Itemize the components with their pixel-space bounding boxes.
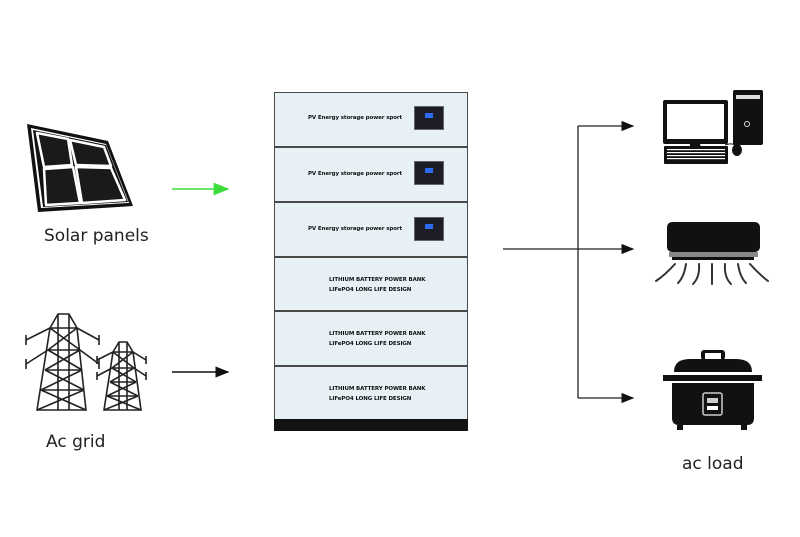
pv-module: PV Energy storage power sport [274, 147, 468, 202]
battery-module: LITHIUM BATTERY POWER BANK LIFePO4 LONG … [274, 257, 468, 311]
battery-module-line2: LIFePO4 LONG LIFE DESIGN [329, 287, 412, 293]
pv-module: PV Energy storage power sport [274, 92, 468, 147]
ac-grid-label: Ac grid [46, 432, 106, 452]
battery-module-line1: LITHIUM BATTERY POWER BANK [329, 331, 426, 337]
pv-module-label: PV Energy storage power sport [308, 115, 403, 121]
pv-module: PV Energy storage power sport [274, 202, 468, 257]
display-screen [414, 106, 444, 130]
display-screen [414, 217, 444, 241]
battery-module-line1: LITHIUM BATTERY POWER BANK [329, 386, 426, 392]
solar-panels-label: Solar panels [44, 226, 149, 246]
battery-module-line2: LIFePO4 LONG LIFE DESIGN [329, 396, 412, 402]
cabinet-base [274, 419, 468, 431]
battery-module-line2: LIFePO4 LONG LIFE DESIGN [329, 341, 412, 347]
ac-load-label: ac load [682, 454, 744, 474]
energy-storage-cabinet: PV Energy storage power sport PV Energy … [274, 92, 470, 432]
battery-module-line1: LITHIUM BATTERY POWER BANK [329, 277, 426, 283]
pv-module-label: PV Energy storage power sport [308, 171, 403, 177]
battery-module: LITHIUM BATTERY POWER BANK LIFePO4 LONG … [274, 311, 468, 366]
pv-module-label: PV Energy storage power sport [308, 226, 403, 232]
display-screen [414, 161, 444, 185]
